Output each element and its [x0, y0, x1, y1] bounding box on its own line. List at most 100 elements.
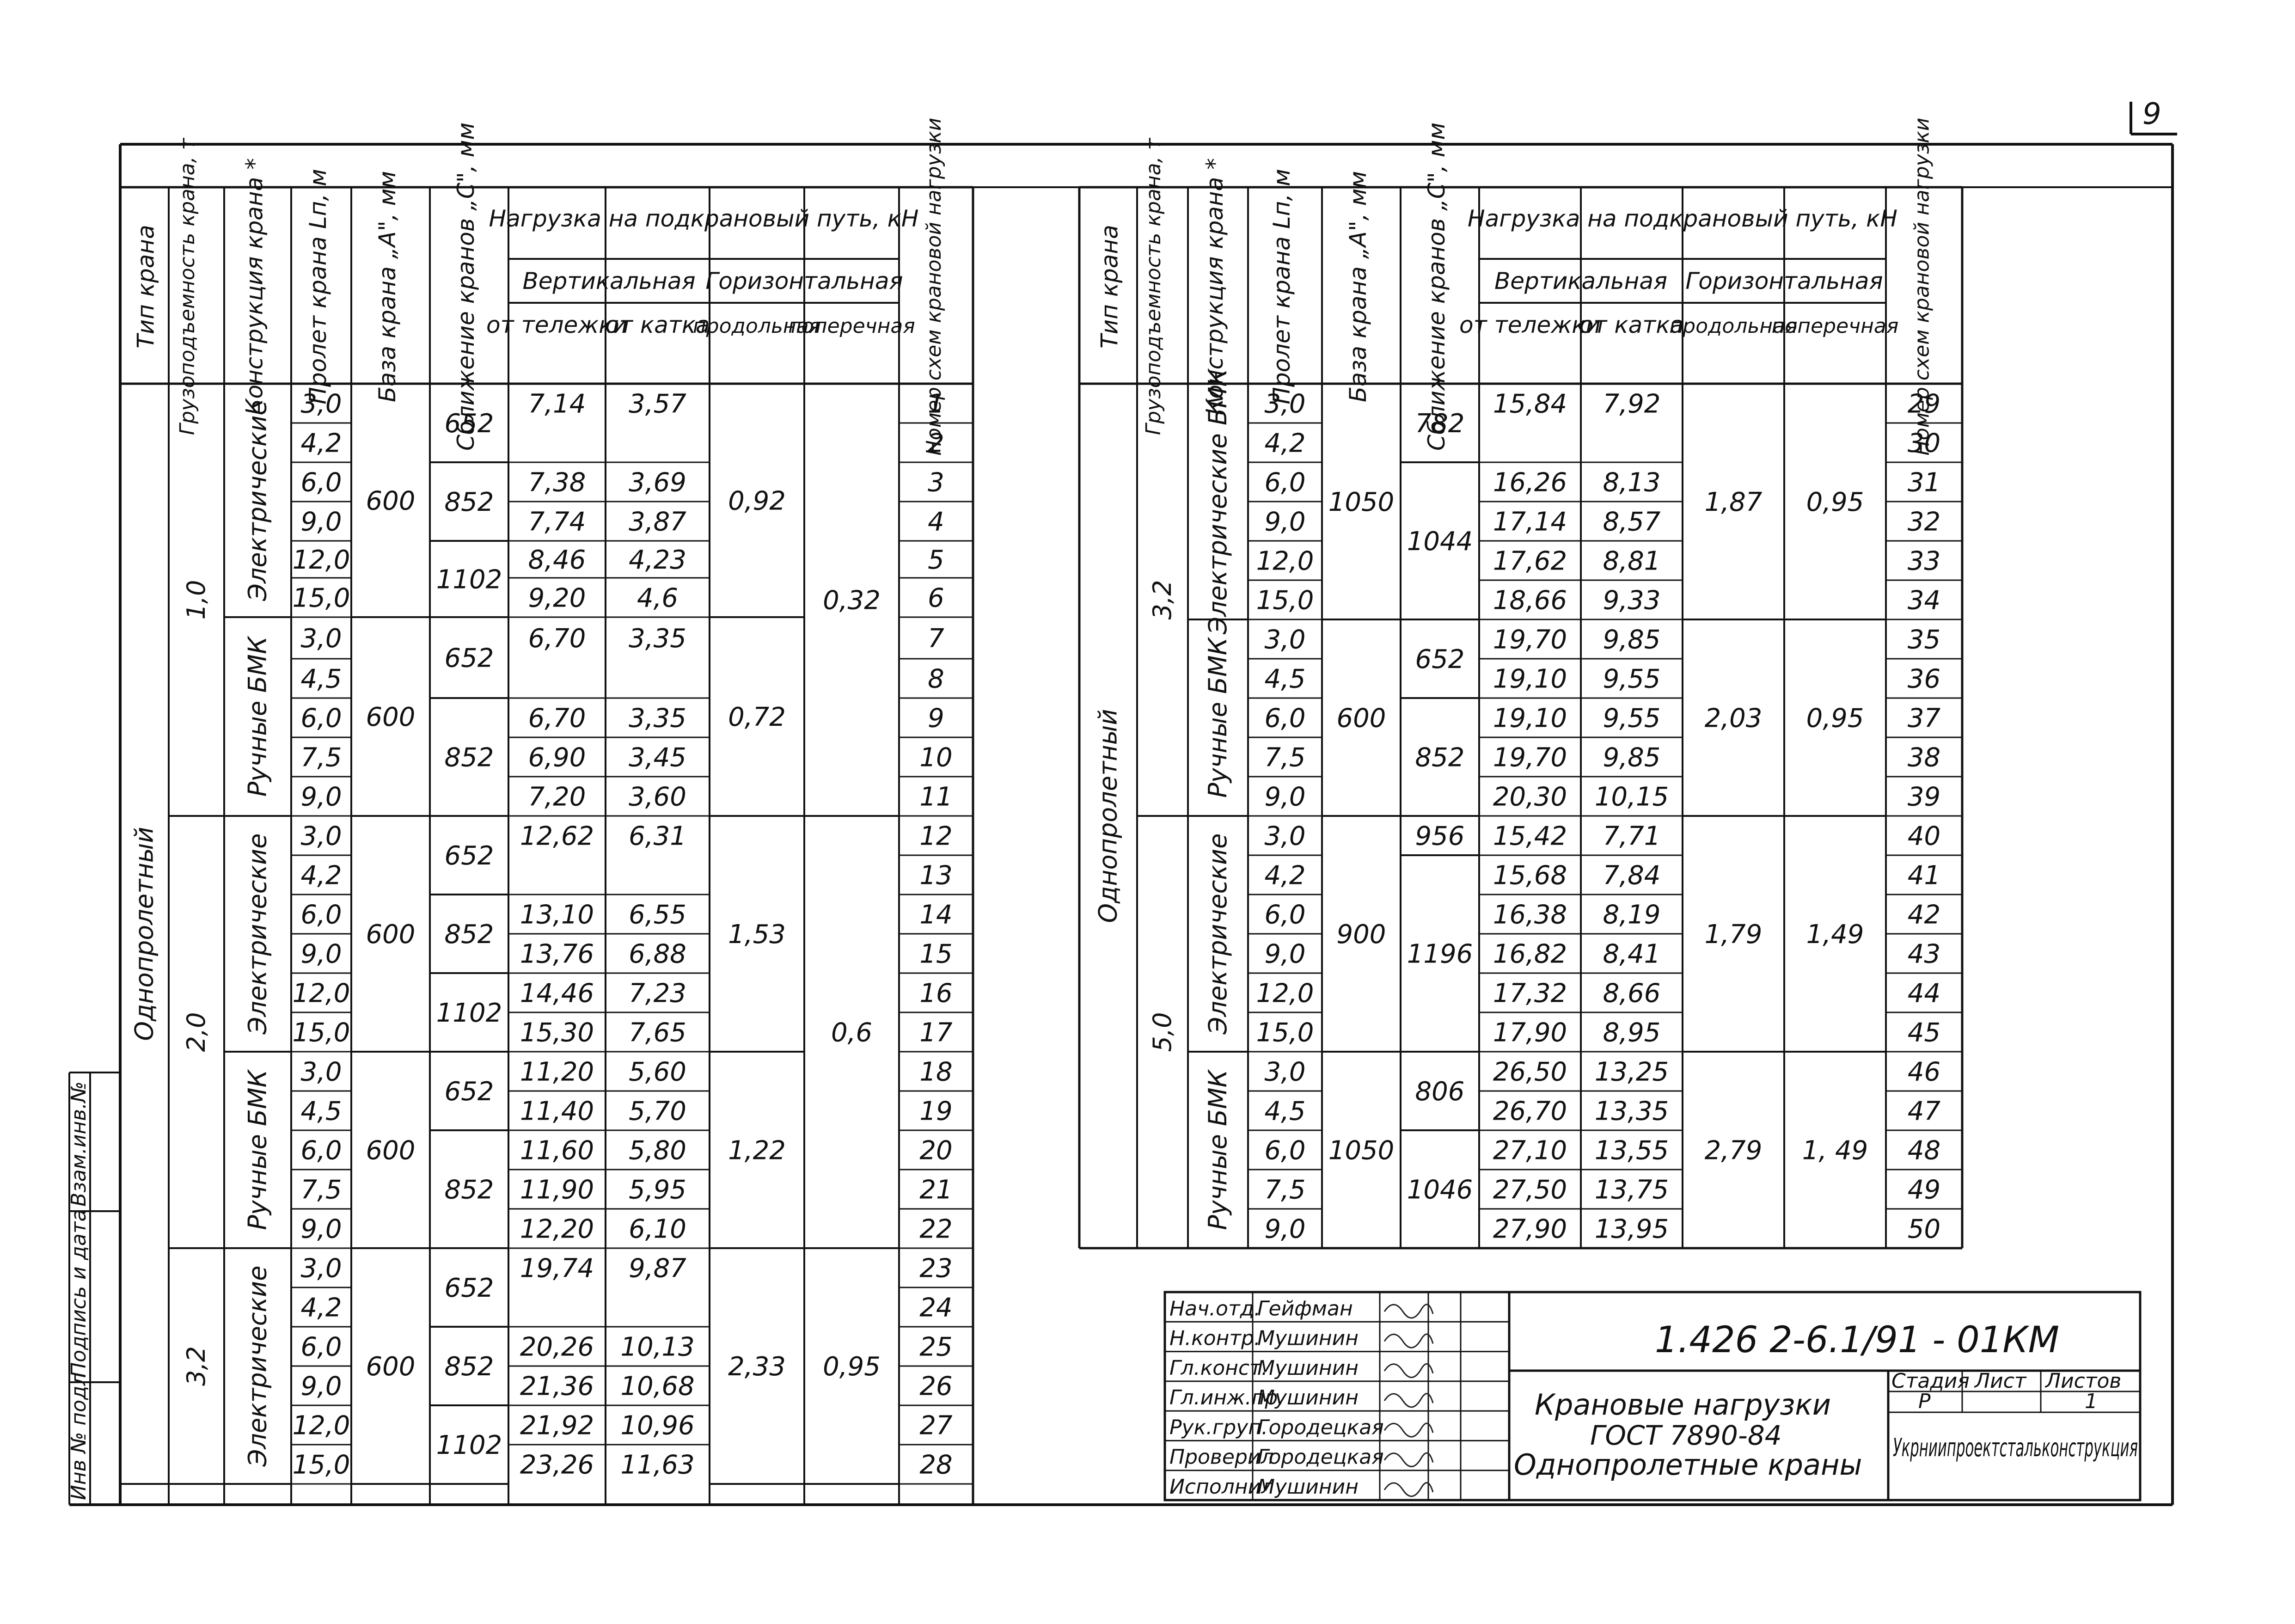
scheme-number-cell: 46: [1908, 1057, 1940, 1087]
scheme-number-cell: 33: [1908, 546, 1940, 576]
construction-cell: Электрические: [1203, 833, 1232, 1035]
vertical-bogie-cell: 15,30: [520, 1018, 594, 1048]
vertical-bogie-cell: 15,42: [1493, 821, 1567, 852]
span-cell: 3,0: [300, 821, 342, 852]
header-transverse: поперечная: [1772, 314, 1899, 338]
title-line-3: Однопролетные краны: [1514, 1448, 1862, 1482]
scheme-number-cell: 35: [1908, 625, 1940, 655]
vertical-bogie-cell: 14,46: [520, 979, 594, 1009]
vertical-bogie-cell: 17,90: [1493, 1018, 1567, 1048]
scheme-number-cell: 17: [919, 1018, 953, 1048]
staff-role: Гл.конст.: [1169, 1356, 1268, 1380]
header-load: Нагрузка на подкрановый путь, кН: [1468, 205, 1897, 232]
scheme-number-cell: 3: [928, 468, 944, 498]
header-longitudinal: продольная: [1669, 314, 1797, 338]
horizontal-transverse-cell: 0,95: [823, 1352, 881, 1382]
approach-cell: 652: [1415, 644, 1465, 674]
vertical-roller-cell: 10,68: [620, 1372, 694, 1402]
approach-cell: 852: [445, 487, 494, 517]
vertical-roller-cell: 11,63: [620, 1450, 694, 1480]
scheme-number-cell: 23: [919, 1254, 952, 1284]
header-from-roller: от катка: [1579, 312, 1684, 338]
vertical-bogie-cell: 23,26: [520, 1450, 594, 1480]
vertical-roller-cell: 7,71: [1603, 821, 1661, 852]
span-cell: 12,0: [1256, 979, 1314, 1009]
staff-role: Н.контр.: [1169, 1327, 1261, 1350]
scheme-number-cell: 8: [928, 664, 944, 694]
approach-cell: 852: [445, 1175, 494, 1205]
staff-name: Городецкая: [1257, 1446, 1384, 1469]
scheme-number-cell: 9: [928, 704, 944, 734]
vertical-bogie-cell: 6,70: [528, 704, 586, 734]
span-cell: 3,0: [1264, 389, 1305, 419]
signature-scribble: [1383, 1482, 1434, 1497]
span-cell: 3,0: [1264, 821, 1305, 852]
staff-name: Мушинин: [1257, 1356, 1359, 1380]
drawing-code: 1.426 2-6.1/91 - 01КМ: [1655, 1319, 2059, 1361]
vertical-bogie-cell: 6,90: [528, 743, 586, 773]
vertical-roller-cell: 3,35: [629, 624, 686, 654]
vertical-roller-cell: 8,66: [1603, 979, 1661, 1009]
span-cell: 7,5: [1264, 1175, 1305, 1205]
approach-cell: 1196: [1407, 939, 1473, 969]
header-span: Пролет крана Lп, м: [1268, 169, 1295, 404]
span-cell: 3,0: [300, 389, 342, 419]
scheme-number-cell: 29: [1908, 389, 1940, 419]
scheme-number-cell: 41: [1908, 861, 1940, 891]
scheme-number-cell: 12: [919, 821, 952, 852]
span-cell: 15,0: [293, 1450, 350, 1480]
horizontal-longitudinal-cell: 1,22: [728, 1136, 786, 1166]
span-cell: 9,0: [1264, 782, 1305, 812]
staff-role: Нач.отд.: [1169, 1297, 1261, 1320]
vertical-bogie-cell: 11,20: [520, 1057, 594, 1087]
stage-value: Р: [1918, 1390, 1931, 1413]
vertical-roller-cell: 3,45: [629, 743, 686, 773]
stamp-inv-podl: Инв № подл: [67, 1373, 91, 1500]
vertical-roller-cell: 9,87: [629, 1254, 686, 1284]
span-cell: 7,5: [300, 743, 342, 773]
scheme-number-cell: 20: [919, 1136, 952, 1166]
span-cell: 6,0: [1264, 704, 1305, 734]
construction-cell: Электрические БМК: [1203, 368, 1232, 634]
approach-cell: 852: [1415, 743, 1465, 773]
capacity-cell: 3,2: [1148, 580, 1177, 620]
span-cell: 4,5: [1264, 1097, 1305, 1127]
approach-cell: 652: [445, 409, 494, 439]
crane-type-cell: Однопролетный: [130, 827, 159, 1041]
span-cell: 15,0: [293, 583, 350, 613]
vertical-roller-cell: 10,15: [1595, 782, 1669, 812]
crane-type-cell: Однопролетный: [1094, 709, 1123, 923]
staff-role: Проверил: [1169, 1446, 1274, 1469]
scheme-number-cell: 43: [1908, 939, 1940, 969]
span-cell: 4,2: [1264, 429, 1305, 459]
header-base: База крана „А", мм: [1345, 171, 1371, 402]
approach-cell: 852: [445, 919, 494, 950]
vertical-roller-cell: 10,96: [620, 1411, 694, 1441]
stage-label: Стадия: [1891, 1369, 1970, 1393]
span-cell: 4,5: [300, 664, 342, 694]
vertical-roller-cell: 13,25: [1595, 1057, 1669, 1087]
span-cell: 4,5: [1264, 664, 1305, 694]
vertical-bogie-cell: 7,20: [528, 782, 586, 812]
scheme-number-cell: 4: [928, 507, 944, 537]
horizontal-longitudinal-cell: 2,33: [728, 1352, 786, 1382]
header-base: База крана „А", мм: [374, 171, 401, 402]
scheme-number-cell: 2: [928, 429, 944, 459]
vertical-bogie-cell: 12,62: [520, 821, 594, 852]
span-cell: 7,5: [300, 1175, 342, 1205]
vertical-bogie-cell: 18,66: [1493, 586, 1567, 616]
approach-cell: 652: [445, 1077, 494, 1107]
approach-cell: 1102: [436, 1430, 502, 1460]
vertical-bogie-cell: 11,90: [520, 1175, 594, 1205]
sheets-label: Листов: [2044, 1369, 2121, 1393]
header-horizontal: Горизонтальная: [705, 268, 903, 294]
header-load: Нагрузка на подкрановый путь, кН: [489, 205, 919, 232]
vertical-roller-cell: 5,70: [629, 1097, 686, 1127]
staff-name: Мушинин: [1257, 1386, 1359, 1410]
span-cell: 4,5: [300, 1097, 342, 1127]
header-from-roller: от катка: [605, 312, 710, 338]
vertical-roller-cell: 9,85: [1603, 743, 1661, 773]
sheet-label: Лист: [1974, 1369, 2027, 1393]
